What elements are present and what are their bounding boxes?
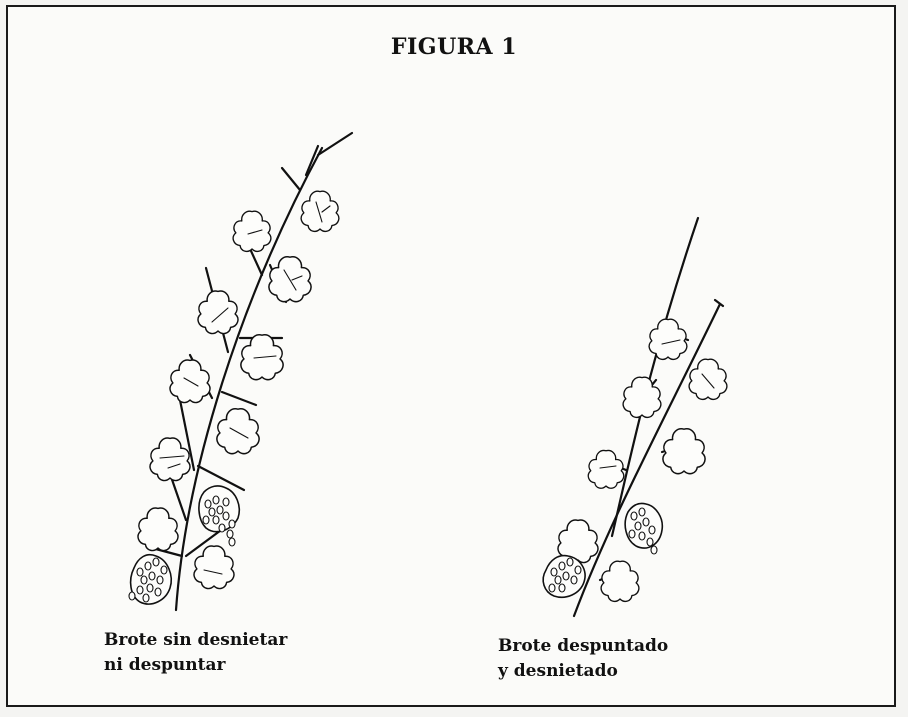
left-caption: Brote sin desnietar ni despuntar: [104, 628, 287, 678]
left-lower-grape-cluster-icon: [129, 555, 171, 604]
left-caption-line-2: ni despuntar: [104, 653, 287, 678]
right-caption: Brote despuntado y desnietado: [498, 634, 668, 684]
right-caption-line-1: Brote despuntado: [498, 634, 668, 659]
right-lower-grape-cluster-icon: [543, 556, 585, 598]
right-shoot-icon: [543, 218, 727, 616]
right-shoot-drawing: [543, 218, 727, 616]
left-upper-grape-cluster-icon: [199, 486, 239, 546]
left-shoot-drawing: [129, 133, 352, 610]
right-caption-line-2: y desnietado: [498, 659, 668, 684]
left-caption-line-1: Brote sin desnietar: [104, 628, 287, 653]
right-upper-grape-cluster-icon: [625, 503, 662, 554]
left-shoot-icon: [129, 133, 352, 610]
